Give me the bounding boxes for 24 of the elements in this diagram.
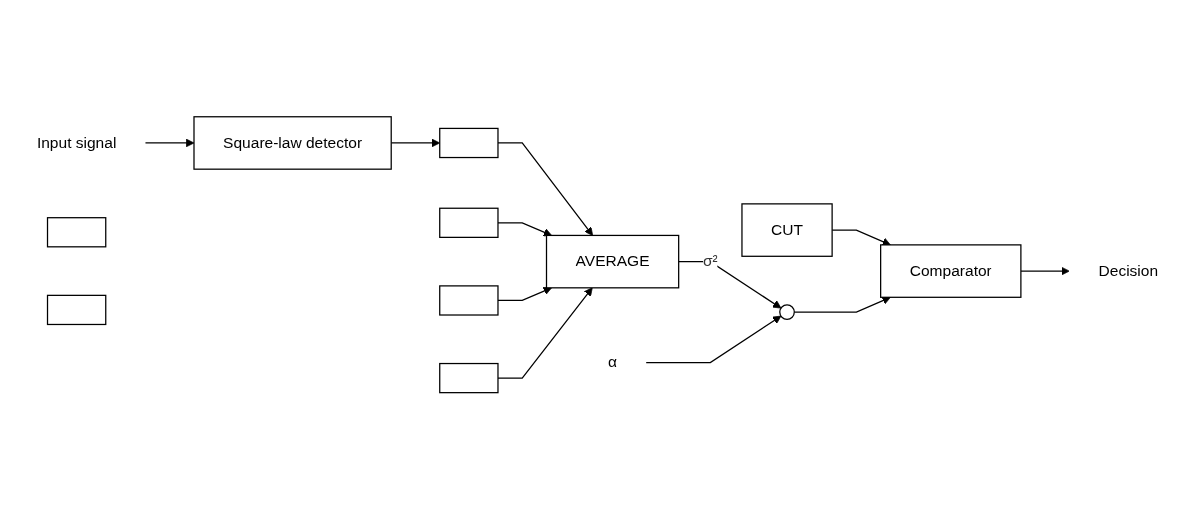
node-box: Square-law detector: [193, 115, 392, 170]
node-box: [439, 285, 499, 316]
node-box: [46, 294, 107, 325]
edge-label: σ²: [702, 252, 718, 270]
node-text: Input signal: [36, 134, 117, 151]
node-text: α: [608, 353, 618, 371]
node-box: [439, 362, 499, 394]
arrow: [144, 138, 195, 147]
node-box: [439, 207, 499, 238]
node-box: [439, 127, 499, 158]
arrow: [645, 315, 782, 363]
arrow: [678, 260, 782, 309]
arrow: [497, 287, 593, 379]
arrow: [497, 221, 552, 237]
node-box: Comparator: [880, 244, 1022, 298]
arrow: [1020, 266, 1070, 276]
node-box: [46, 216, 107, 248]
node-box: AVERAGE: [545, 234, 680, 289]
arrow: [497, 286, 552, 301]
arrow: [793, 296, 891, 313]
node-box: CUT: [741, 203, 833, 257]
arrow: [497, 142, 593, 236]
node-text: Decision: [1098, 262, 1159, 279]
node-circle: [779, 303, 795, 320]
